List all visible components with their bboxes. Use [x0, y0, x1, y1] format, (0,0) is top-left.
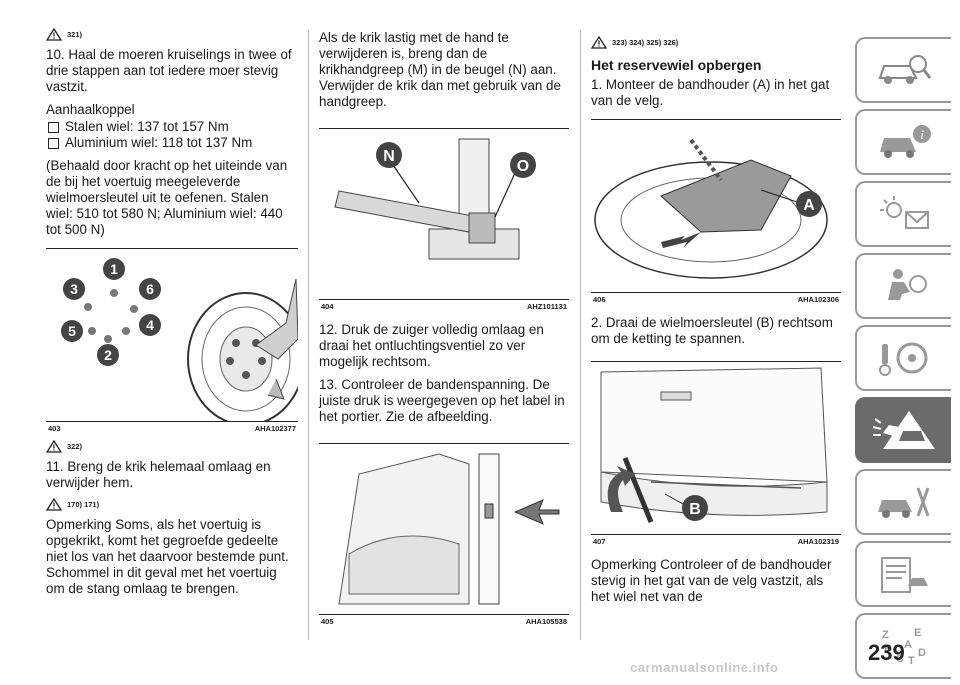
svg-text:N: N — [383, 148, 395, 165]
tab-lights-mail[interactable] — [855, 181, 951, 247]
warning-car-icon — [872, 411, 935, 449]
warning-ref: 322) — [46, 440, 298, 453]
car-tools-icon — [878, 487, 930, 518]
callout-3: 3 — [63, 278, 85, 300]
column-divider — [308, 30, 309, 640]
svg-text:C: C — [896, 653, 904, 665]
svg-text:A: A — [803, 197, 815, 214]
svg-text:B: B — [884, 643, 892, 655]
tab-airbag[interactable] — [855, 253, 951, 319]
steering-key-icon — [879, 342, 928, 376]
column-3: 323) 324) 325) 326) Het reservewiel opbe… — [591, 36, 841, 612]
warning-triangle-icon — [591, 36, 607, 49]
step-13: 13. Controleer de bandenspanning. De jui… — [319, 377, 565, 424]
torque-steel-item: Stalen wiel: 137 tot 157 Nm — [46, 119, 298, 135]
column-2: Als de krik lastig met de hand te verwij… — [319, 30, 569, 629]
car-search-icon — [878, 55, 932, 84]
tab-emergency[interactable] — [855, 397, 951, 463]
warning-ref: 323) 324) 325) 326) — [591, 36, 841, 49]
label-a: A — [796, 191, 822, 217]
svg-text:2: 2 — [104, 347, 112, 363]
callout-5: 5 — [61, 320, 83, 342]
svg-text:4: 4 — [146, 317, 154, 333]
label-o: O — [510, 152, 536, 178]
step-1: 1. Monteer de bandhouder (A) in het gat … — [591, 77, 830, 108]
svg-text:1: 1 — [110, 261, 118, 277]
page-number: 239 — [868, 640, 905, 665]
svg-text:T: T — [908, 655, 915, 666]
svg-text:B: B — [689, 501, 701, 518]
step-10: 10. Haal de moeren kruiselings in twee o… — [46, 47, 292, 94]
remark: Opmerking Soms, als het voertuig is opge… — [46, 517, 289, 596]
remark: Opmerking Controleer of de bandhouder st… — [591, 557, 832, 604]
label-n: N — [376, 142, 402, 168]
door-label-illustration — [338, 453, 560, 605]
column-1: 321) 10. Haal de moeren kruiselings in t… — [46, 28, 298, 604]
torque-title: Aanhaalkoppel — [46, 102, 135, 117]
tab-list-car[interactable] — [855, 541, 951, 607]
warning-triangle-icon — [46, 440, 62, 453]
svg-text:D: D — [918, 647, 926, 659]
car-info-icon: i — [880, 125, 931, 158]
checkbox-bullet-icon — [48, 122, 59, 133]
callout-6: 6 — [139, 278, 161, 300]
tab-car-search[interactable] — [855, 37, 951, 103]
wheel-nut-pattern-illustration: 1 3 6 5 4 2 — [61, 258, 298, 421]
warning-ref: 321) — [46, 28, 298, 41]
svg-text:i: i — [920, 127, 924, 142]
wrench-chain-illustration: B — [600, 367, 828, 523]
svg-text:Z: Z — [882, 629, 889, 641]
watermark: carmanualsonline.info — [630, 660, 779, 675]
tab-steering-key[interactable] — [855, 325, 951, 391]
step-2: 2. Draai de wielmoersleutel (B) rechtsom… — [591, 315, 833, 346]
jack-handle-illustration: N O — [334, 138, 536, 260]
airbag-icon — [888, 269, 927, 300]
tab-car-info[interactable]: i — [855, 109, 951, 175]
step-11: 11. Breng de krik helemaal omlaag en ver… — [46, 459, 271, 490]
list-car-icon — [881, 557, 928, 593]
svg-text:E: E — [914, 627, 921, 639]
svg-text:6: 6 — [146, 281, 154, 297]
column-divider — [580, 30, 581, 640]
label-b: B — [682, 495, 708, 521]
lights-mail-icon — [880, 196, 929, 229]
torque-alu-item: Aluminium wiel: 118 tot 137 Nm — [46, 135, 298, 151]
callout-2: 2 — [97, 344, 119, 366]
step-12: 12. Druk de zuiger volledig omlaag en dr… — [319, 322, 544, 369]
tab-car-tools[interactable] — [855, 469, 951, 535]
tire-holder-illustration: A — [594, 138, 828, 279]
caution-triangle-icon — [46, 498, 62, 511]
section-heading: Het reservewiel opbergen — [591, 57, 762, 73]
callout-1: 1 — [103, 258, 125, 280]
callout-4: 4 — [139, 314, 161, 336]
svg-text:O: O — [517, 158, 529, 175]
svg-text:A: A — [904, 639, 912, 651]
intro-text: Als de krik lastig met de hand te verwij… — [319, 30, 561, 109]
warning-triangle-icon — [46, 28, 62, 41]
svg-text:3: 3 — [70, 281, 78, 297]
checkbox-bullet-icon — [48, 138, 59, 149]
torque-note: (Behaald door kracht op het uiteinde van… — [46, 158, 288, 237]
svg-text:5: 5 — [68, 323, 76, 339]
caution-ref: 170) 171) — [46, 498, 298, 511]
